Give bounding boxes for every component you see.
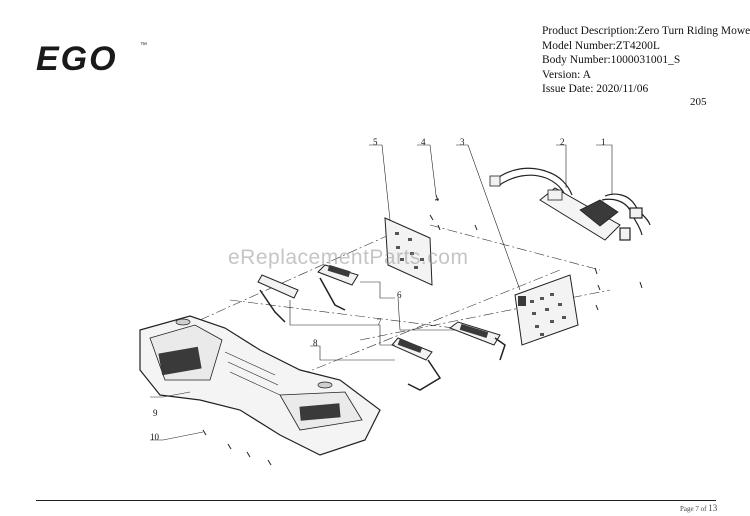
body-number: Body Number:1000031001_S: [542, 54, 681, 66]
callout-10: 10: [150, 432, 159, 442]
callout-leader-lines: [150, 144, 613, 441]
callout-3: 3: [460, 137, 465, 147]
model-number: Model Number:ZT4200L: [542, 39, 660, 52]
diagram-reference-number: 205: [690, 96, 707, 108]
part-9-front-bumper: [139, 315, 381, 456]
callout-7: 7: [377, 317, 382, 327]
version: Version: A: [542, 68, 591, 81]
callout-5: 5: [373, 137, 378, 147]
callout-9: 9: [153, 408, 158, 418]
part-3-circuit-board: [514, 274, 579, 346]
part-2-controller-harness: [489, 167, 621, 241]
part-10-bolts: [202, 429, 272, 466]
watermark: eReplacementParts.com: [228, 246, 469, 269]
product-description: Product Description:Zero Turn Riding Mow…: [542, 25, 750, 37]
product-info-block: Product Description:Zero Turn Riding Mow…: [542, 24, 750, 97]
callout-6: 6: [397, 290, 402, 300]
callout-4: 4: [421, 137, 426, 147]
part-1-wire-harness: [601, 193, 651, 241]
callout-1: 1: [601, 137, 606, 147]
page-indicator: Page 7 of 13: [680, 503, 717, 513]
part-5-circuit-board: [384, 217, 433, 286]
callout-8: 8: [313, 338, 318, 348]
part-4-screws: [429, 194, 643, 311]
page-total: 13: [708, 503, 718, 513]
ego-logo: EGO: [36, 40, 118, 78]
issue-date: Issue Date: 2020/11/06: [542, 83, 649, 95]
page-label: Page 7 of: [680, 505, 709, 513]
callout-2: 2: [560, 137, 565, 147]
part-6-light-bracket: [317, 264, 506, 361]
trademark-mark: ™: [140, 42, 147, 49]
part-7-8-lens-assembly: [257, 274, 442, 391]
footer-rule: [36, 500, 716, 501]
